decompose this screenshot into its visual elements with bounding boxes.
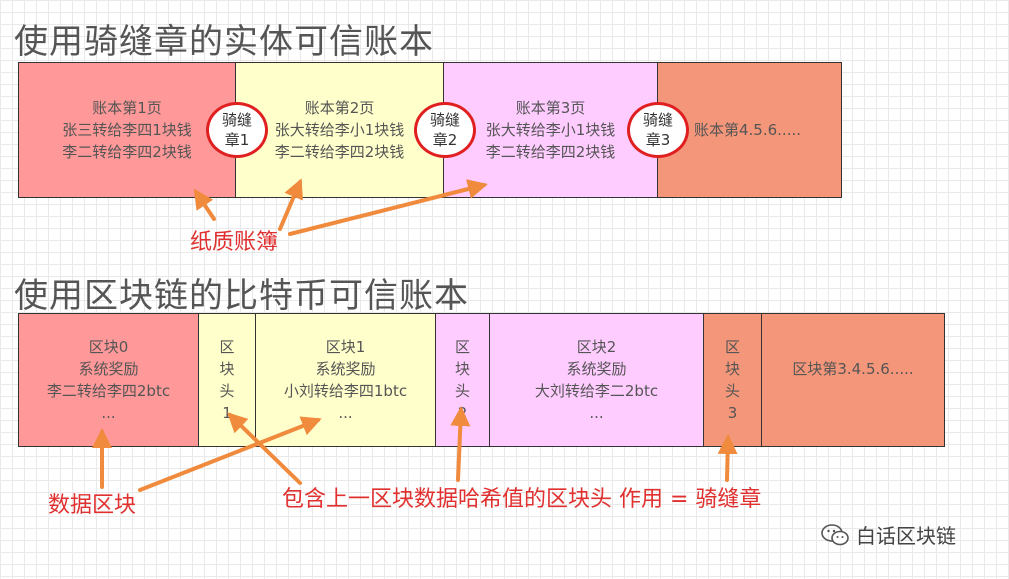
wechat-icon bbox=[821, 523, 849, 545]
block-0: 区块0 系统奖励 李二转给李四2btc ... bbox=[18, 313, 199, 447]
seal-3-line-1: 骑缝 bbox=[642, 111, 673, 129]
header-1-char-2: 块 bbox=[219, 360, 235, 378]
block-2-line-4: ... bbox=[589, 404, 604, 422]
block-1-line-2: 系统奖励 bbox=[315, 360, 376, 378]
seal-1-line-2: 章1 bbox=[224, 131, 250, 149]
ledger-page-2: 账本第2页 张大转给李小1块钱 李二转给李四2块钱 bbox=[235, 62, 444, 198]
header-1-char-3: 头 bbox=[219, 382, 235, 400]
block-header-2: 区 块 头 2 bbox=[435, 313, 490, 447]
bottom-title: 使用区块链的比特币可信账本 bbox=[14, 276, 469, 316]
ledger-page-3: 账本第3页 张大转给李小1块钱 李二转给李四2块钱 bbox=[443, 62, 658, 198]
header-2-char-2: 块 bbox=[454, 360, 470, 378]
block-1-line-3: 小刘转给李四1btc bbox=[283, 382, 408, 400]
page-2-line-2: 张大转给李小1块钱 bbox=[274, 121, 405, 139]
header-3-char-3: 头 bbox=[724, 382, 740, 400]
page-3-line-3: 李二转给李四2块钱 bbox=[485, 143, 616, 161]
watermark: 白话区块链 bbox=[820, 520, 956, 549]
block-2-line-3: 大刘转给李二2btc bbox=[534, 382, 659, 400]
header-2-char-4: 2 bbox=[457, 404, 468, 422]
page-2-line-1: 账本第2页 bbox=[304, 99, 375, 117]
header-2-char-1: 区 bbox=[454, 338, 470, 356]
watermark-text: 白话区块链 bbox=[856, 524, 956, 548]
header-1-char-4: 1 bbox=[222, 404, 232, 422]
block-0-line-4: ... bbox=[101, 404, 116, 422]
block-2-line-1: 区块2 bbox=[576, 338, 617, 356]
block-header-3: 区 块 头 3 bbox=[703, 313, 762, 447]
seal-3: 骑缝 章3 bbox=[627, 102, 689, 158]
page-1-line-3: 李二转给李四2块钱 bbox=[62, 143, 192, 161]
block-1-line-1: 区块1 bbox=[325, 338, 366, 356]
data-block-label: 数据区块 bbox=[48, 493, 137, 518]
block-header-1: 区 块 头 1 bbox=[198, 313, 256, 447]
header-3-char-4: 3 bbox=[727, 404, 738, 422]
seal-1-line-1: 骑缝 bbox=[221, 111, 252, 129]
page-3-line-2: 张大转给李小1块钱 bbox=[485, 121, 616, 139]
block-0-line-1: 区块0 bbox=[88, 338, 129, 356]
seal-3-line-2: 章3 bbox=[645, 131, 671, 149]
seal-1: 骑缝 章1 bbox=[206, 102, 268, 158]
block-more-line: 区块第3.4.5.6..... bbox=[792, 360, 914, 378]
seal-2: 骑缝 章2 bbox=[414, 102, 476, 158]
page-2-line-3: 李二转给李四2块钱 bbox=[274, 143, 405, 161]
paper-ledger-label: 纸质账簿 bbox=[190, 230, 279, 255]
block-0-line-3: 李二转给李四2btc bbox=[46, 382, 171, 400]
block-more: 区块第3.4.5.6..... bbox=[761, 313, 945, 447]
block-2: 区块2 系统奖励 大刘转给李二2btc ... bbox=[489, 313, 704, 447]
seal-2-line-1: 骑缝 bbox=[429, 111, 460, 129]
ledger-page-1: 账本第1页 张三转给李四1块钱 李二转给李四2块钱 bbox=[18, 62, 236, 198]
header-3-char-2: 块 bbox=[724, 360, 740, 378]
header-1-char-1: 区 bbox=[219, 338, 235, 356]
block-1: 区块1 系统奖励 小刘转给李四1btc ... bbox=[255, 313, 436, 447]
page-1-line-1: 账本第1页 bbox=[92, 99, 162, 117]
page-more-line: 账本第4.5.6..... bbox=[694, 121, 802, 139]
header-2-char-3: 头 bbox=[454, 382, 470, 400]
top-title: 使用骑缝章的实体可信账本 bbox=[14, 22, 434, 62]
block-0-line-2: 系统奖励 bbox=[78, 360, 139, 378]
block-header-label: 包含上一区块数据哈希值的区块头 作用 = 骑缝章 bbox=[282, 487, 762, 512]
block-1-line-4: ... bbox=[338, 404, 353, 422]
seal-2-line-2: 章2 bbox=[432, 131, 458, 149]
block-2-line-2: 系统奖励 bbox=[566, 360, 627, 378]
header-3-char-1: 区 bbox=[724, 338, 740, 356]
page-1-line-2: 张三转给李四1块钱 bbox=[62, 121, 192, 139]
page-3-line-1: 账本第3页 bbox=[515, 99, 586, 117]
